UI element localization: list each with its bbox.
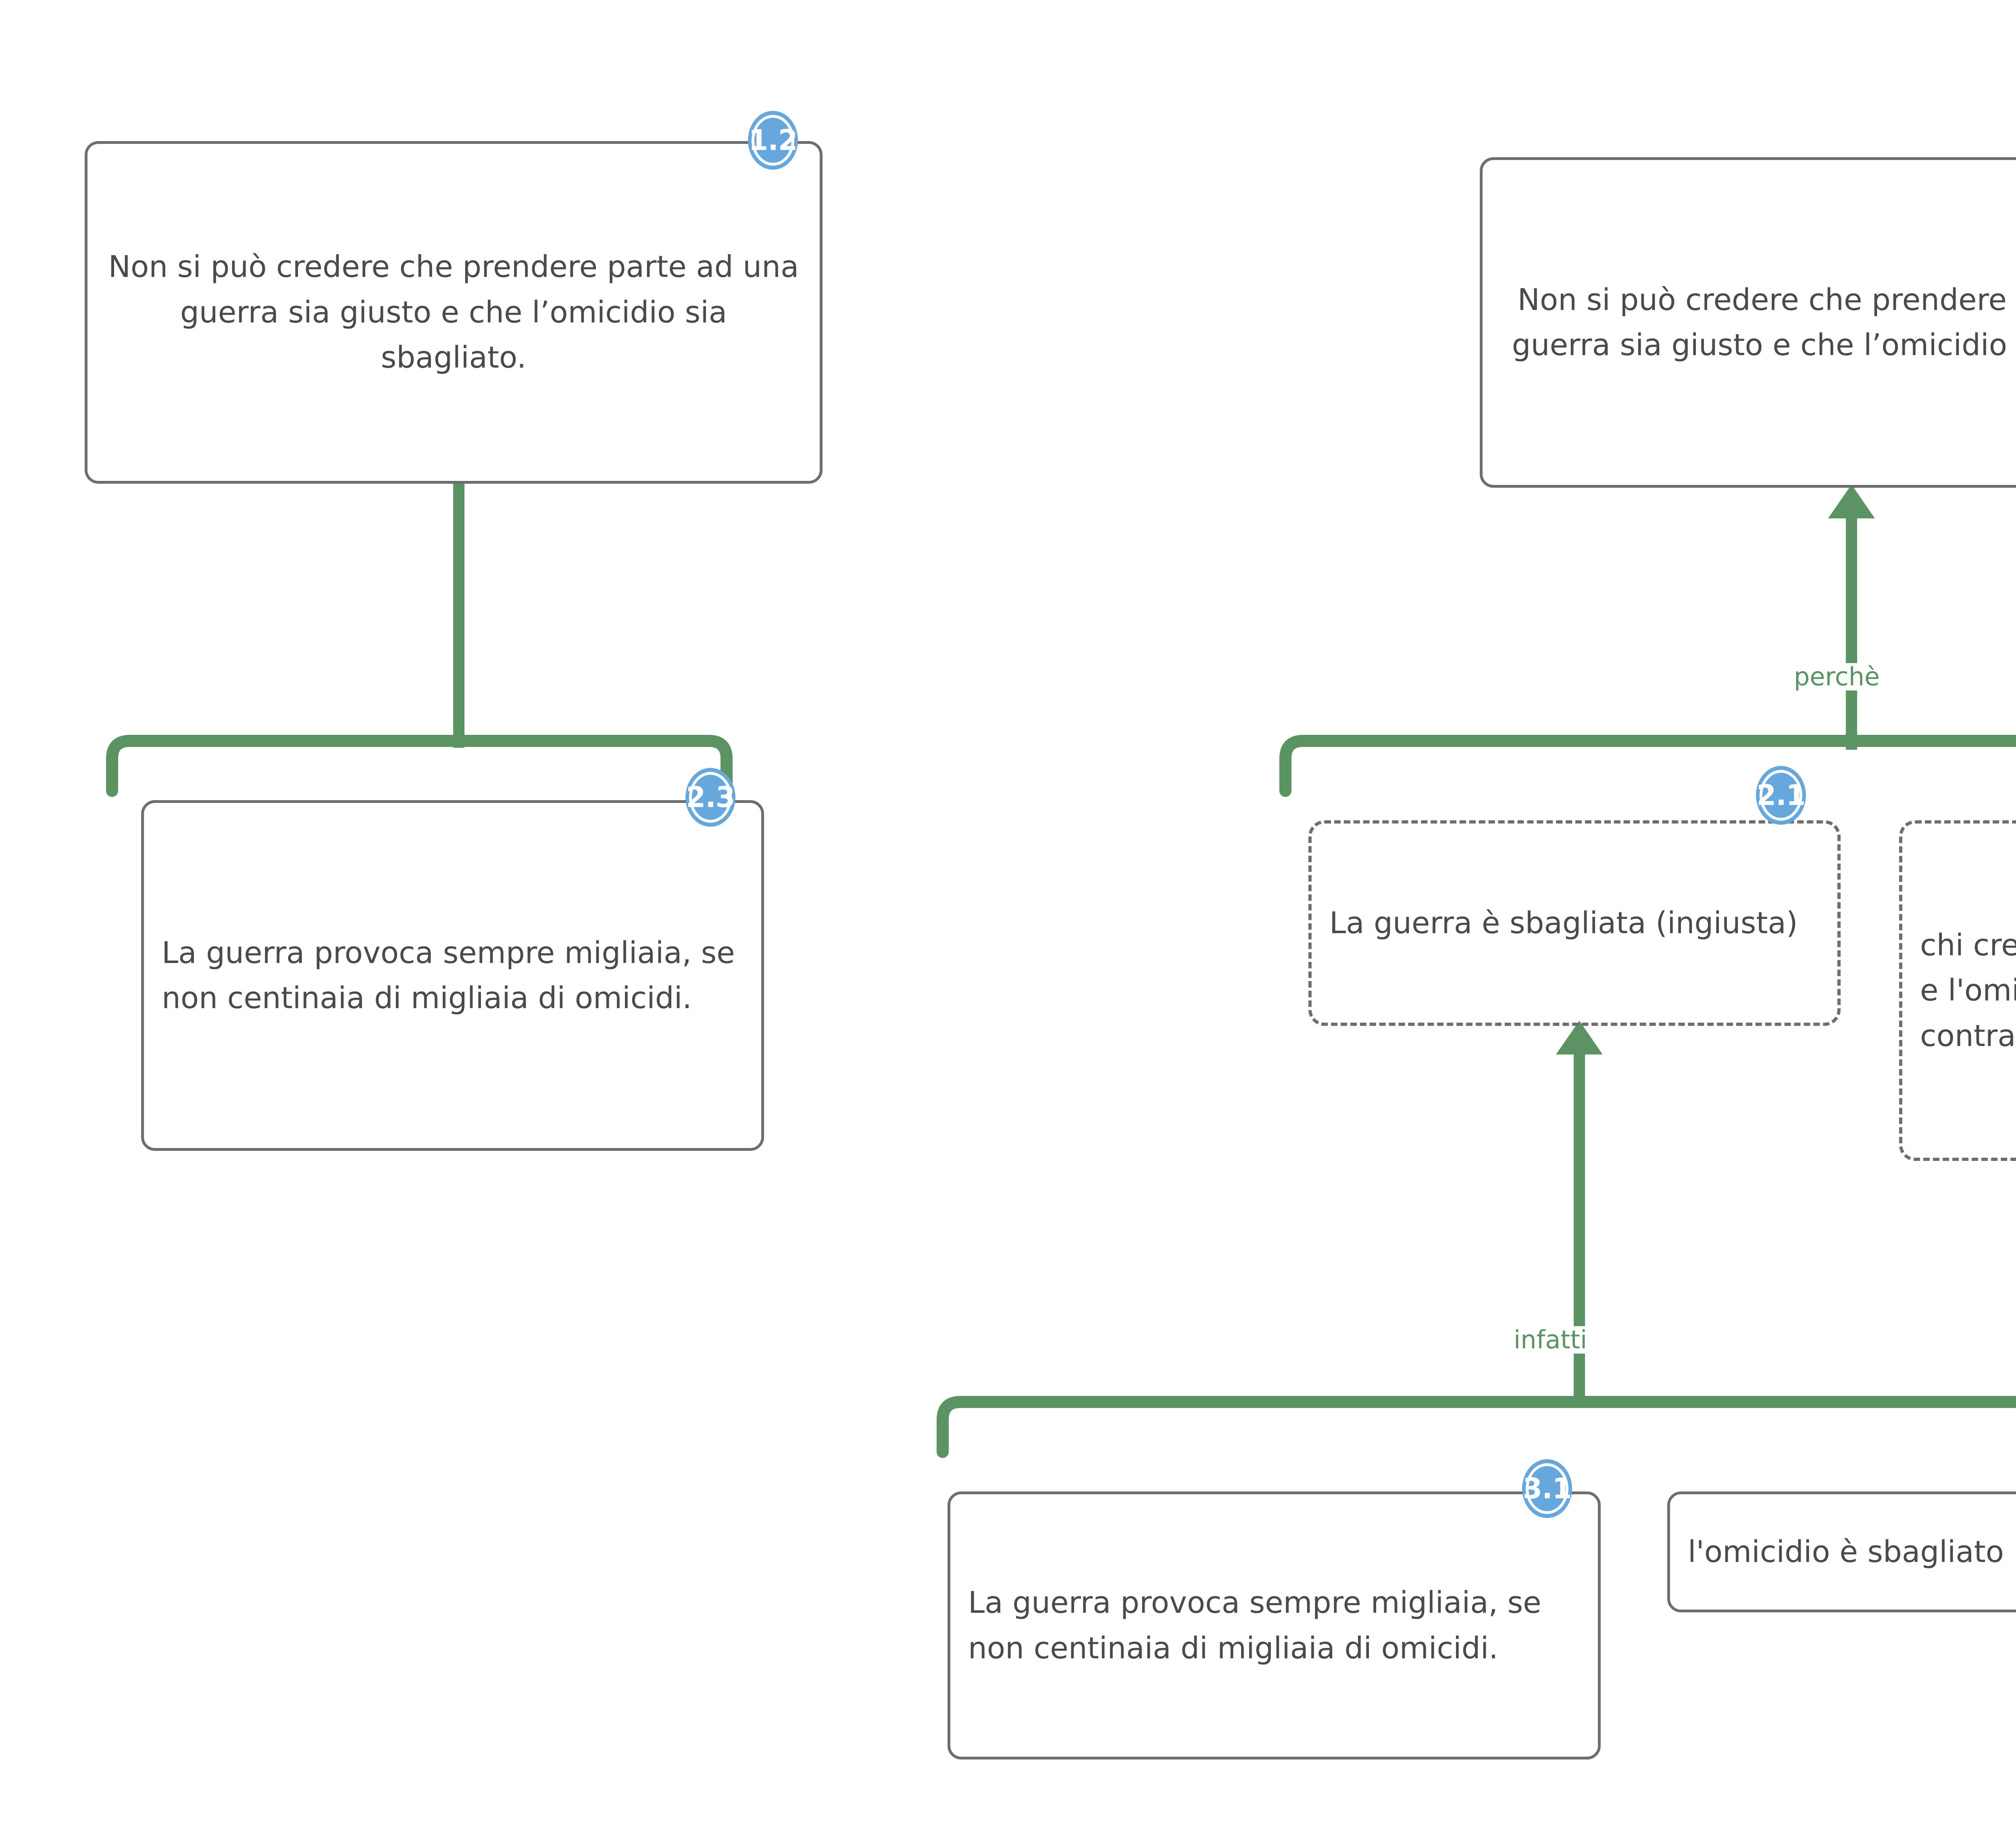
node-1-2[interactable]: Non si può credere che prendere parte ad…: [85, 141, 823, 484]
node-2-1-text: La guerra è sbagliata (ingiusta): [1329, 905, 1798, 940]
badge-3-1-label: 3.1: [1522, 1472, 1572, 1505]
connector-left-stem: [446, 482, 472, 748]
node-3-1-text: La guerra provoca sempre migliaia, se no…: [968, 1585, 1541, 1666]
badge-2-1[interactable]: 2.1: [1756, 766, 1806, 825]
node-1-1[interactable]: Non si può credere che prendere parte ad…: [1480, 157, 2016, 488]
connector-perche-arrow: [1822, 484, 1887, 750]
node-2-3-text: La guerra provoca sempre migliaia, se no…: [162, 935, 735, 1015]
badge-2-3[interactable]: 2.3: [685, 768, 735, 827]
connector-left-bracket: [105, 734, 734, 798]
node-3-1[interactable]: La guerra provoca sempre migliaia, se no…: [948, 1491, 1601, 1760]
node-3-2-text: l'omicidio è sbagliato: [1688, 1534, 2004, 1569]
node-2-1[interactable]: La guerra è sbagliata (ingiusta): [1308, 820, 1841, 1026]
edge-label-perche: perchè: [1788, 663, 1886, 691]
node-2-2[interactable]: chi crede che la guerra è giusta e l'omi…: [1899, 820, 2016, 1161]
badge-1-2-label: 1.2: [748, 124, 798, 157]
connector-right-bracket: [1278, 734, 2016, 798]
connector-bottom-bracket: [935, 1395, 2016, 1459]
node-2-2-text: chi crede che la guerra è giusta e l'omi…: [1920, 928, 2016, 1053]
node-2-3[interactable]: La guerra provoca sempre migliaia, se no…: [141, 800, 764, 1151]
badge-3-1[interactable]: 3.1: [1522, 1459, 1572, 1518]
badge-2-3-label: 2.3: [686, 781, 735, 814]
node-3-2[interactable]: l'omicidio è sbagliato: [1667, 1491, 2016, 1612]
badge-1-2[interactable]: 1.2: [748, 111, 798, 170]
node-1-1-text: Non si può credere che prendere parte ad…: [1512, 282, 2016, 362]
edge-label-infatti: infatti: [1508, 1326, 1593, 1354]
node-1-2-text: Non si può credere che prendere parte ad…: [108, 250, 799, 375]
badge-2-1-label: 2.1: [1756, 779, 1806, 812]
